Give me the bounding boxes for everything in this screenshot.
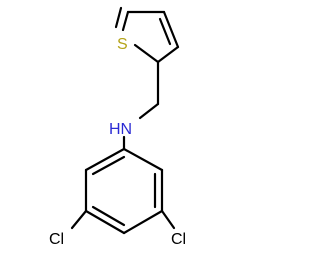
bond-c3-cl [160, 209, 176, 230]
bond-c2-s-outer [114, 6, 123, 29]
molecule-diagram: S HN Cl Cl [49, 6, 186, 248]
bond-c4-c3 [162, 10, 180, 49]
bond-c6-c1 [84, 147, 126, 172]
sulfur-atom-label: S [117, 36, 128, 53]
amine-atom-label: HN [109, 121, 132, 138]
bond-s-c5 [133, 43, 160, 64]
bond-c4-c5-inner [91, 205, 126, 227]
bond-c5-cl [70, 209, 88, 230]
bond-c5-c4 [156, 45, 180, 64]
bonds [70, 6, 180, 235]
bond-c4-c3-inner [158, 17, 172, 46]
bond-c4-c5 [84, 209, 126, 235]
bond-ch2-n [138, 102, 160, 120]
chlorine-left-atom-label: Cl [49, 231, 64, 248]
bond-c1-c2 [122, 147, 164, 172]
bond-c3-c4 [122, 209, 164, 235]
bond-c2-s [121, 10, 130, 32]
chlorine-right-atom-label: Cl [171, 231, 186, 248]
structure-svg: S HN Cl Cl [49, 6, 186, 248]
bond-c6-c1-inner [91, 155, 126, 176]
